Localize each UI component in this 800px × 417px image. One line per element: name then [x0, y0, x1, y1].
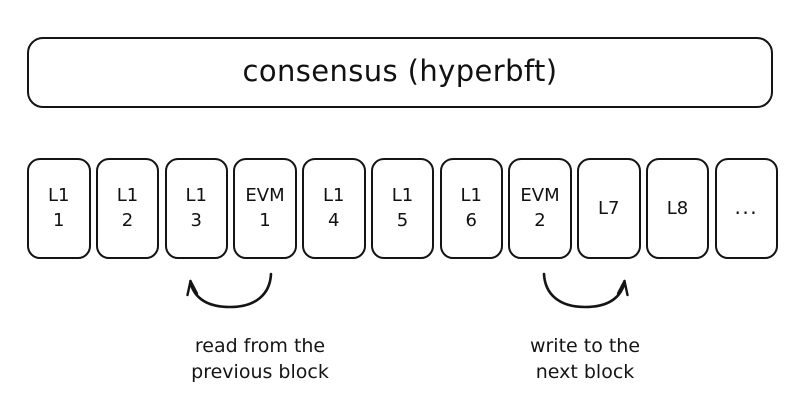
block-label-bottom: 1: [53, 210, 65, 231]
block-l7: L7: [577, 158, 641, 259]
write-caption: write to the next block: [529, 335, 641, 384]
block-label-bottom: 5: [396, 210, 409, 231]
block-l1-2: L1 2: [95, 158, 160, 259]
block-label-bottom: 3: [190, 210, 202, 231]
read-caption: read from the previous block: [191, 335, 329, 384]
block-label-top: L1: [323, 185, 345, 206]
block-label-top: L1: [116, 185, 139, 206]
block-l1-4: L1 4: [302, 158, 366, 259]
block-label-top: L1: [48, 185, 70, 206]
consensus-banner: consensus (hyperbft): [27, 37, 773, 108]
block-evm-1: EVM 1: [233, 158, 297, 259]
block-label-top: L7: [598, 197, 620, 219]
block-label-top: L1: [460, 185, 483, 206]
block-l1-6: L1 6: [439, 158, 504, 259]
block-label-bottom: 1: [259, 210, 271, 231]
block-label-bottom: 2: [121, 210, 134, 231]
block-evm-2: EVM 2: [508, 158, 572, 259]
blocks-row: L1 1 L1 2 L1 3 EVM 1 L1 4 L1 5 L1 6 EVM: [27, 158, 779, 259]
block-label-top: EVM: [520, 185, 560, 206]
block-label-top: L8: [666, 197, 689, 219]
block-label-top: EVM: [245, 185, 285, 206]
block-l1-3: L1 3: [164, 158, 229, 259]
block-label-top: ...: [734, 194, 759, 219]
block-label-bottom: 6: [465, 210, 477, 231]
read-arrow: [180, 272, 280, 318]
block-label-bottom: 2: [534, 210, 546, 231]
write-arrow: [535, 272, 635, 318]
block-label-top: L1: [391, 185, 414, 206]
consensus-banner-label: consensus (hyperbft): [242, 54, 558, 88]
block-label-top: L1: [185, 185, 208, 206]
block-l8: L8: [645, 158, 710, 259]
block-ellipsis: ...: [714, 158, 779, 259]
block-l1-1: L1 1: [27, 158, 91, 259]
block-label-bottom: 4: [328, 210, 340, 231]
block-l1-5: L1 5: [370, 158, 435, 259]
